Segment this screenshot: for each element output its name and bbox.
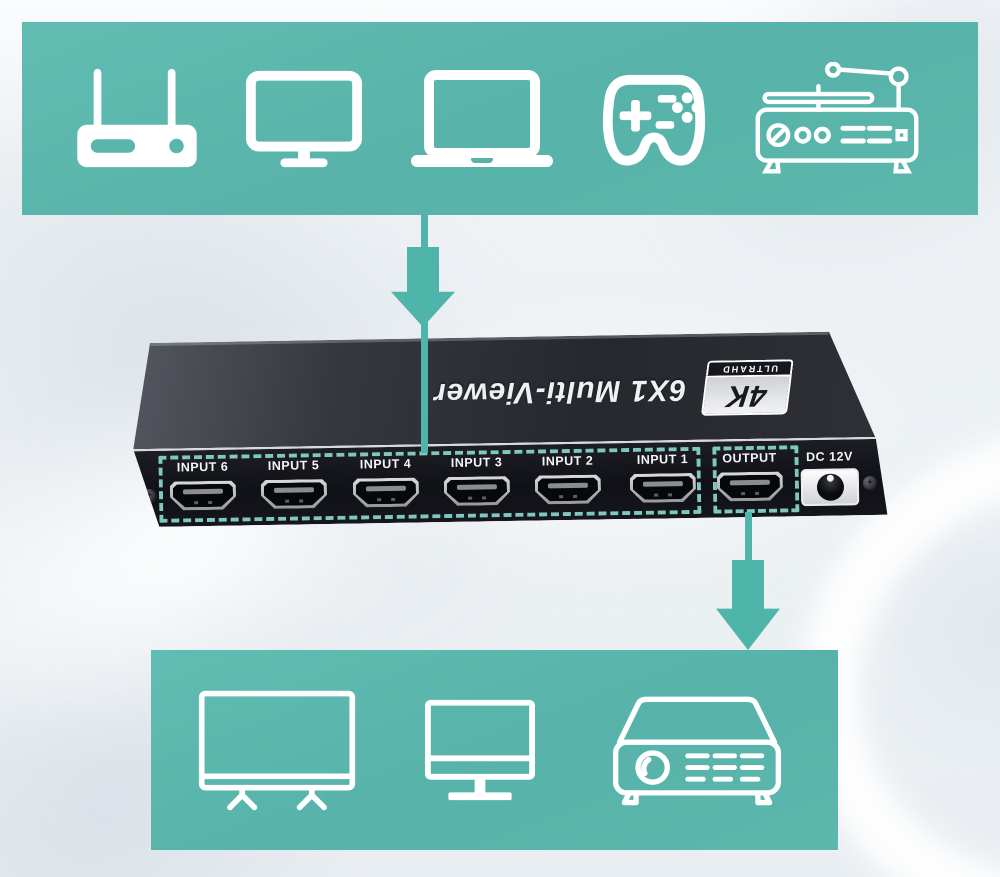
port-label: INPUT 3 (450, 455, 503, 470)
wifi-router-icon (74, 67, 200, 171)
monitor-icon (424, 698, 536, 802)
port-label: DC 12V (805, 449, 853, 465)
tv-icon (197, 686, 357, 814)
media-player-icon (602, 691, 792, 809)
ultrahd-badge-text: ULTRAHD (706, 360, 794, 376)
device-front-panel: INPUT 6 INPUT 5 INPUT 4 INPUT 3 INPUT 2 … (133, 437, 887, 527)
port-label: INPUT 1 (636, 452, 689, 467)
turntable-icon (750, 61, 926, 176)
4k-badge-text: 4K (701, 375, 792, 417)
laptop-icon (407, 69, 557, 169)
hdmi-input-port-icon (170, 481, 236, 511)
port-label: INPUT 4 (359, 456, 412, 472)
hdmi-input-port-icon (535, 475, 601, 505)
gamepad-icon (602, 70, 706, 168)
sources-banner (22, 22, 978, 215)
4k-ultrahd-badge: 4K ULTRAHD (701, 360, 794, 417)
hdmi-input-port-icon (630, 473, 696, 503)
port-label: INPUT 5 (267, 458, 320, 474)
hdmi-input-port-icon (261, 479, 327, 509)
displays-banner (151, 650, 838, 850)
device-top-print: 4K ULTRAHD 6X1 Multi-Viewer (250, 358, 791, 425)
screw-icon: + (142, 489, 156, 503)
screw-icon: + (863, 476, 877, 490)
hdmi-input-port-icon (353, 478, 419, 508)
device-title: 6X1 Multi-Viewer (432, 373, 687, 411)
port-label: INPUT 2 (541, 453, 594, 469)
arrow-down-icon (391, 247, 455, 327)
hdmi-output-port-icon (717, 471, 783, 501)
hdmi-input-port-icon (444, 476, 510, 506)
port-label: OUTPUT (722, 450, 777, 466)
power-jack-icon (801, 468, 860, 506)
inputs-dashed-outline (158, 447, 701, 523)
connector-line-bottom (745, 512, 752, 566)
device-top-surface: 4K ULTRAHD 6X1 Multi-Viewer (131, 331, 875, 449)
monitor-icon (245, 69, 363, 169)
port-label: INPUT 6 (176, 459, 229, 475)
multiviewer-device: 4K ULTRAHD 6X1 Multi-Viewer INPUT 6 INPU… (128, 327, 891, 536)
arrow-down-icon (716, 560, 780, 650)
